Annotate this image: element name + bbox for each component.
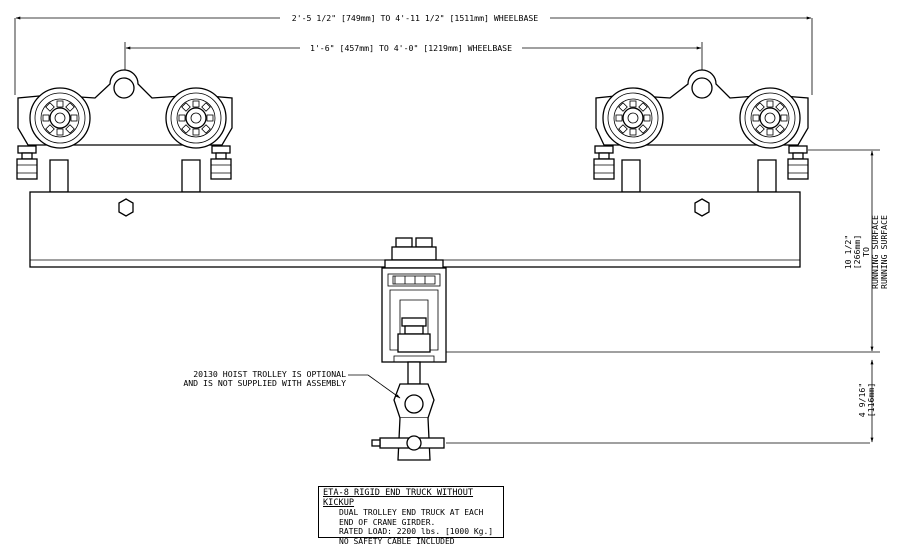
title-block-line-2: END OF CRANE GIRDER. <box>339 517 436 527</box>
inner-wheelbase-label: 1'-6" [457mm] TO 4'-0" [1219mm] WHEELBAS… <box>310 43 512 53</box>
center-bolts <box>384 237 444 269</box>
lower-dim-2: [116mm] <box>866 383 876 418</box>
running-surface-dimension: 10 1/2" [266mm] TO RUNNING SURFACE RUNNI… <box>446 149 889 353</box>
title-block: ETA-8 RIGID END TRUCK WITHOUT KICKUP DUA… <box>318 486 504 546</box>
running-dim-5: RUNNING SURFACE <box>879 215 889 289</box>
title-block-line-1: DUAL TROLLEY END TRUCK AT EACH <box>339 508 484 517</box>
note-line-1: 20130 HOIST TROLLEY IS OPTIONAL <box>193 369 346 379</box>
hoist-clevis <box>371 361 870 461</box>
outer-wheelbase-dimension: 2'-5 1/2" [749mm] TO 4'-11 1/2" [1511mm]… <box>14 13 813 95</box>
title-block-line-3: RATED LOAD: 2200 lbs. [1000 Kg.] <box>339 527 494 536</box>
inner-wheelbase-dimension: 1'-6" [457mm] TO 4'-0" [1219mm] WHEELBAS… <box>124 42 703 95</box>
title-block-line-4: NO SAFETY CABLE INCLUDED <box>339 536 455 546</box>
right-trolley <box>593 69 809 193</box>
optional-trolley-note: 20130 HOIST TROLLEY IS OPTIONAL AND IS N… <box>183 369 401 399</box>
running-dim-4: RUNNING SURFACE <box>870 215 880 289</box>
hoist-trolley-track <box>381 267 447 363</box>
running-dim-3: TO <box>861 247 871 257</box>
note-line-2: AND IS NOT SUPPLIED WITH ASSEMBLY <box>183 378 346 388</box>
running-dim-2: [266mm] <box>852 235 862 270</box>
running-dim-1: 10 1/2" <box>843 235 853 270</box>
lower-dimension: 4 9/16" [116mm] <box>857 359 876 443</box>
outer-wheelbase-label: 2'-5 1/2" [749mm] TO 4'-11 1/2" [1511mm]… <box>292 13 539 23</box>
lower-dim-1: 4 9/16" <box>857 383 867 418</box>
left-trolley <box>16 69 233 193</box>
title-block-heading: ETA-8 RIGID END TRUCK WITHOUT KICKUP <box>323 488 474 508</box>
